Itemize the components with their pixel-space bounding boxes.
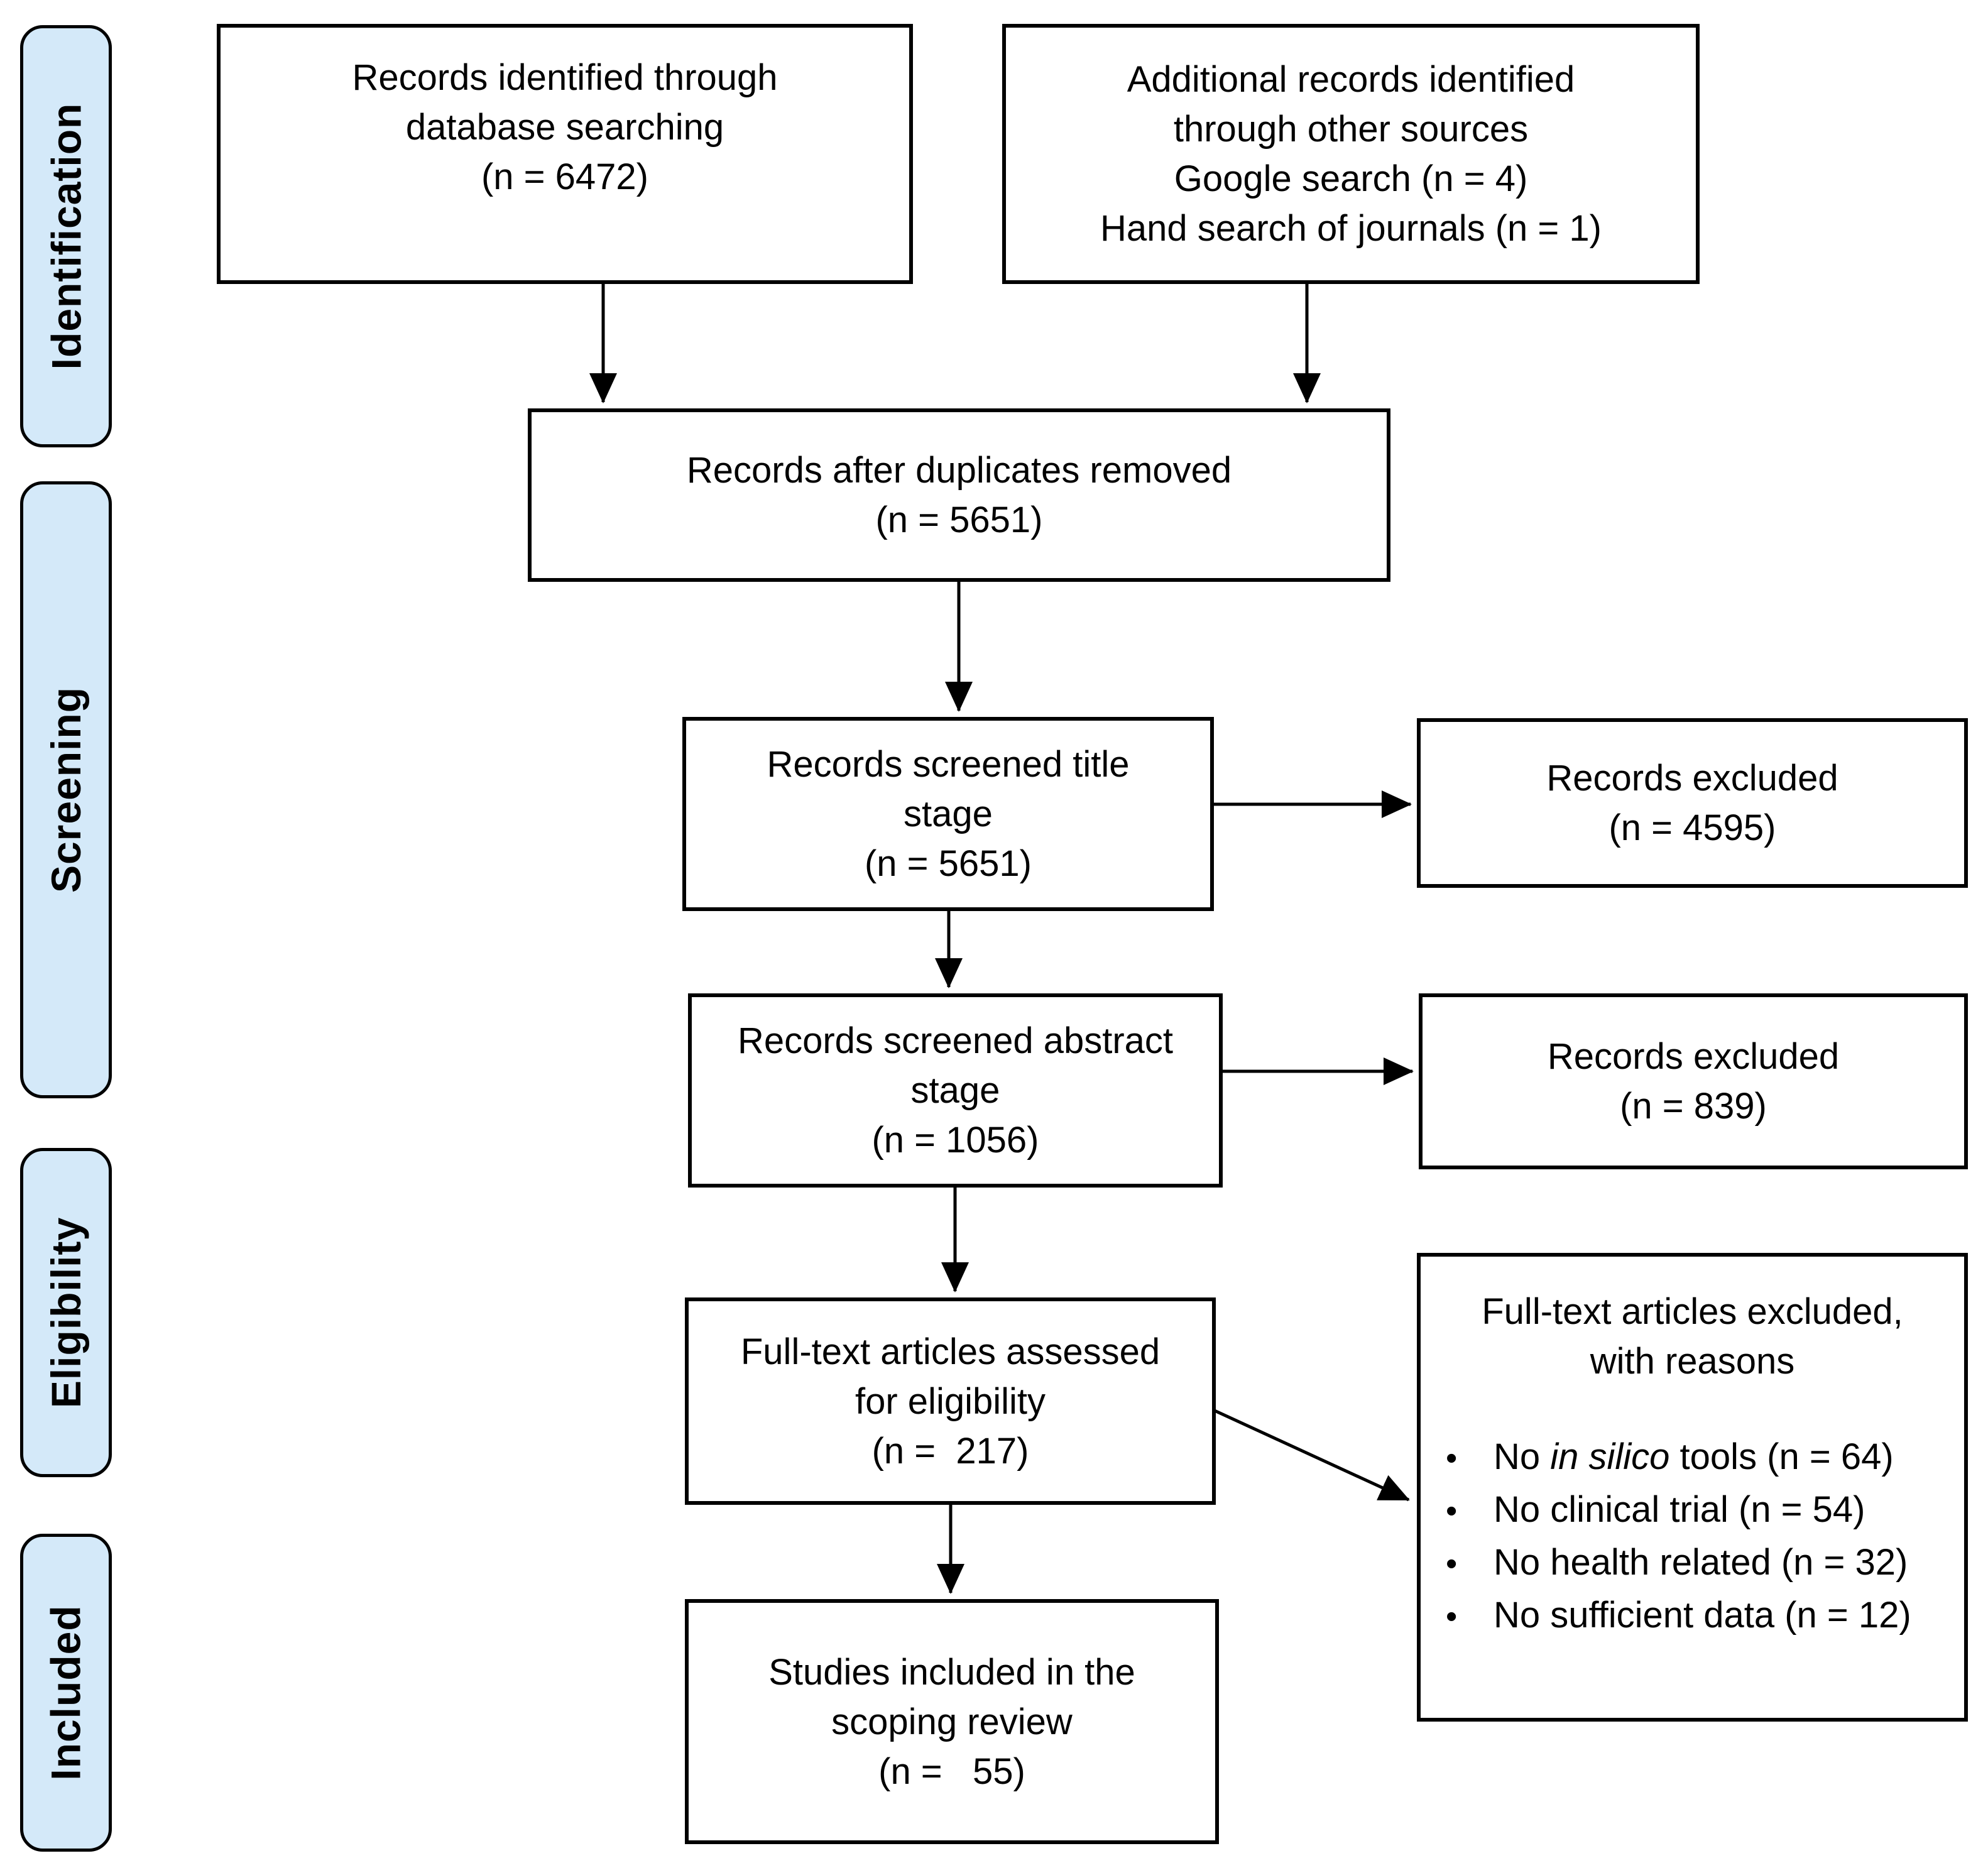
reason-text: No in silico tools (n = 64) — [1494, 1436, 1894, 1477]
stage-band-included: Included — [20, 1534, 112, 1852]
reason-item: • No in silico tools (n = 64) — [1446, 1431, 1964, 1484]
box-line: Records identified through — [352, 57, 778, 98]
box-additional-records: Additional records identified through ot… — [1002, 24, 1700, 284]
box-line: Records screened title — [767, 744, 1130, 785]
box-line: (n = 6472) — [481, 156, 648, 197]
reason-text: No sufficient data (n = 12) — [1494, 1595, 1911, 1636]
box-line: Additional records identified — [1127, 59, 1575, 100]
box-line: Full-text articles excluded, — [1482, 1291, 1903, 1332]
reason-text: No health related (n = 32) — [1494, 1542, 1908, 1583]
box-line: for eligibility — [855, 1380, 1046, 1422]
exclusion-reason-list: • No in silico tools (n = 64) • No clini… — [1421, 1431, 1964, 1642]
box-line: through other sources — [1173, 109, 1529, 150]
box-line: (n = 839) — [1620, 1086, 1767, 1127]
box-line: Hand search of journals (n = 1) — [1100, 208, 1602, 249]
bullet-icon: • — [1446, 1598, 1458, 1635]
bullet-icon: • — [1446, 1440, 1458, 1477]
box-line: Records excluded — [1546, 758, 1838, 799]
box-line: (n = 217) — [871, 1430, 1029, 1472]
reason-item: • No sufficient data (n = 12) — [1446, 1590, 1964, 1642]
stage-band-identification: Identification — [20, 25, 112, 447]
stage-band-label: Included — [43, 1605, 90, 1781]
box-screened-title-stage: Records screened title stage (n = 5651) — [682, 717, 1214, 911]
stage-band-eligibility: Eligibility — [20, 1148, 112, 1477]
bullet-icon: • — [1446, 1493, 1458, 1529]
box-line: Records after duplicates removed — [686, 450, 1232, 491]
box-line: Google search (n = 4) — [1174, 158, 1528, 199]
arrow-fulltext-to-excluded — [1213, 1409, 1410, 1502]
box-line: scoping review — [831, 1701, 1073, 1742]
box-line: Studies included in the — [768, 1651, 1135, 1693]
box-line: (n = 5651) — [875, 500, 1043, 540]
box-line: Records screened abstract — [737, 1020, 1174, 1061]
box-excluded-abstract-stage: Records excluded (n = 839) — [1419, 993, 1968, 1169]
box-line: Records excluded — [1547, 1036, 1840, 1077]
stage-band-label: Eligibility — [43, 1216, 90, 1409]
box-line: (n = 1056) — [871, 1120, 1039, 1161]
box-line: stage — [904, 794, 993, 834]
box-screened-abstract-stage: Records screened abstract stage (n = 105… — [688, 993, 1223, 1188]
box-duplicates-removed: Records after duplicates removed (n = 56… — [528, 408, 1390, 582]
box-line: (n = 4595) — [1608, 807, 1776, 848]
box-line: Full-text articles assessed — [740, 1331, 1161, 1372]
box-fulltext-assessed: Full-text articles assessed for eligibil… — [685, 1297, 1216, 1505]
bullet-icon: • — [1446, 1546, 1458, 1582]
box-line: database searching — [405, 107, 724, 148]
reason-item: • No health related (n = 32) — [1446, 1537, 1964, 1590]
stage-band-screening: Screening — [20, 481, 112, 1098]
box-fulltext-excluded-reasons: Full-text articles excluded, with reason… — [1417, 1253, 1968, 1722]
stage-band-label: Identification — [43, 102, 90, 370]
box-line: (n = 55) — [878, 1751, 1025, 1792]
stage-band-label: Screening — [43, 686, 90, 893]
box-studies-included: Studies included in the scoping review (… — [685, 1599, 1219, 1844]
box-records-identified: Records identified through database sear… — [217, 24, 913, 284]
box-excluded-title-stage: Records excluded (n = 4595) — [1417, 718, 1968, 888]
box-line: stage — [910, 1070, 1000, 1111]
box-line: with reasons — [1590, 1341, 1795, 1382]
reason-item: • No clinical trial (n = 54) — [1446, 1484, 1964, 1537]
reason-text: No clinical trial (n = 54) — [1494, 1489, 1865, 1530]
box-line: (n = 5651) — [864, 843, 1032, 884]
